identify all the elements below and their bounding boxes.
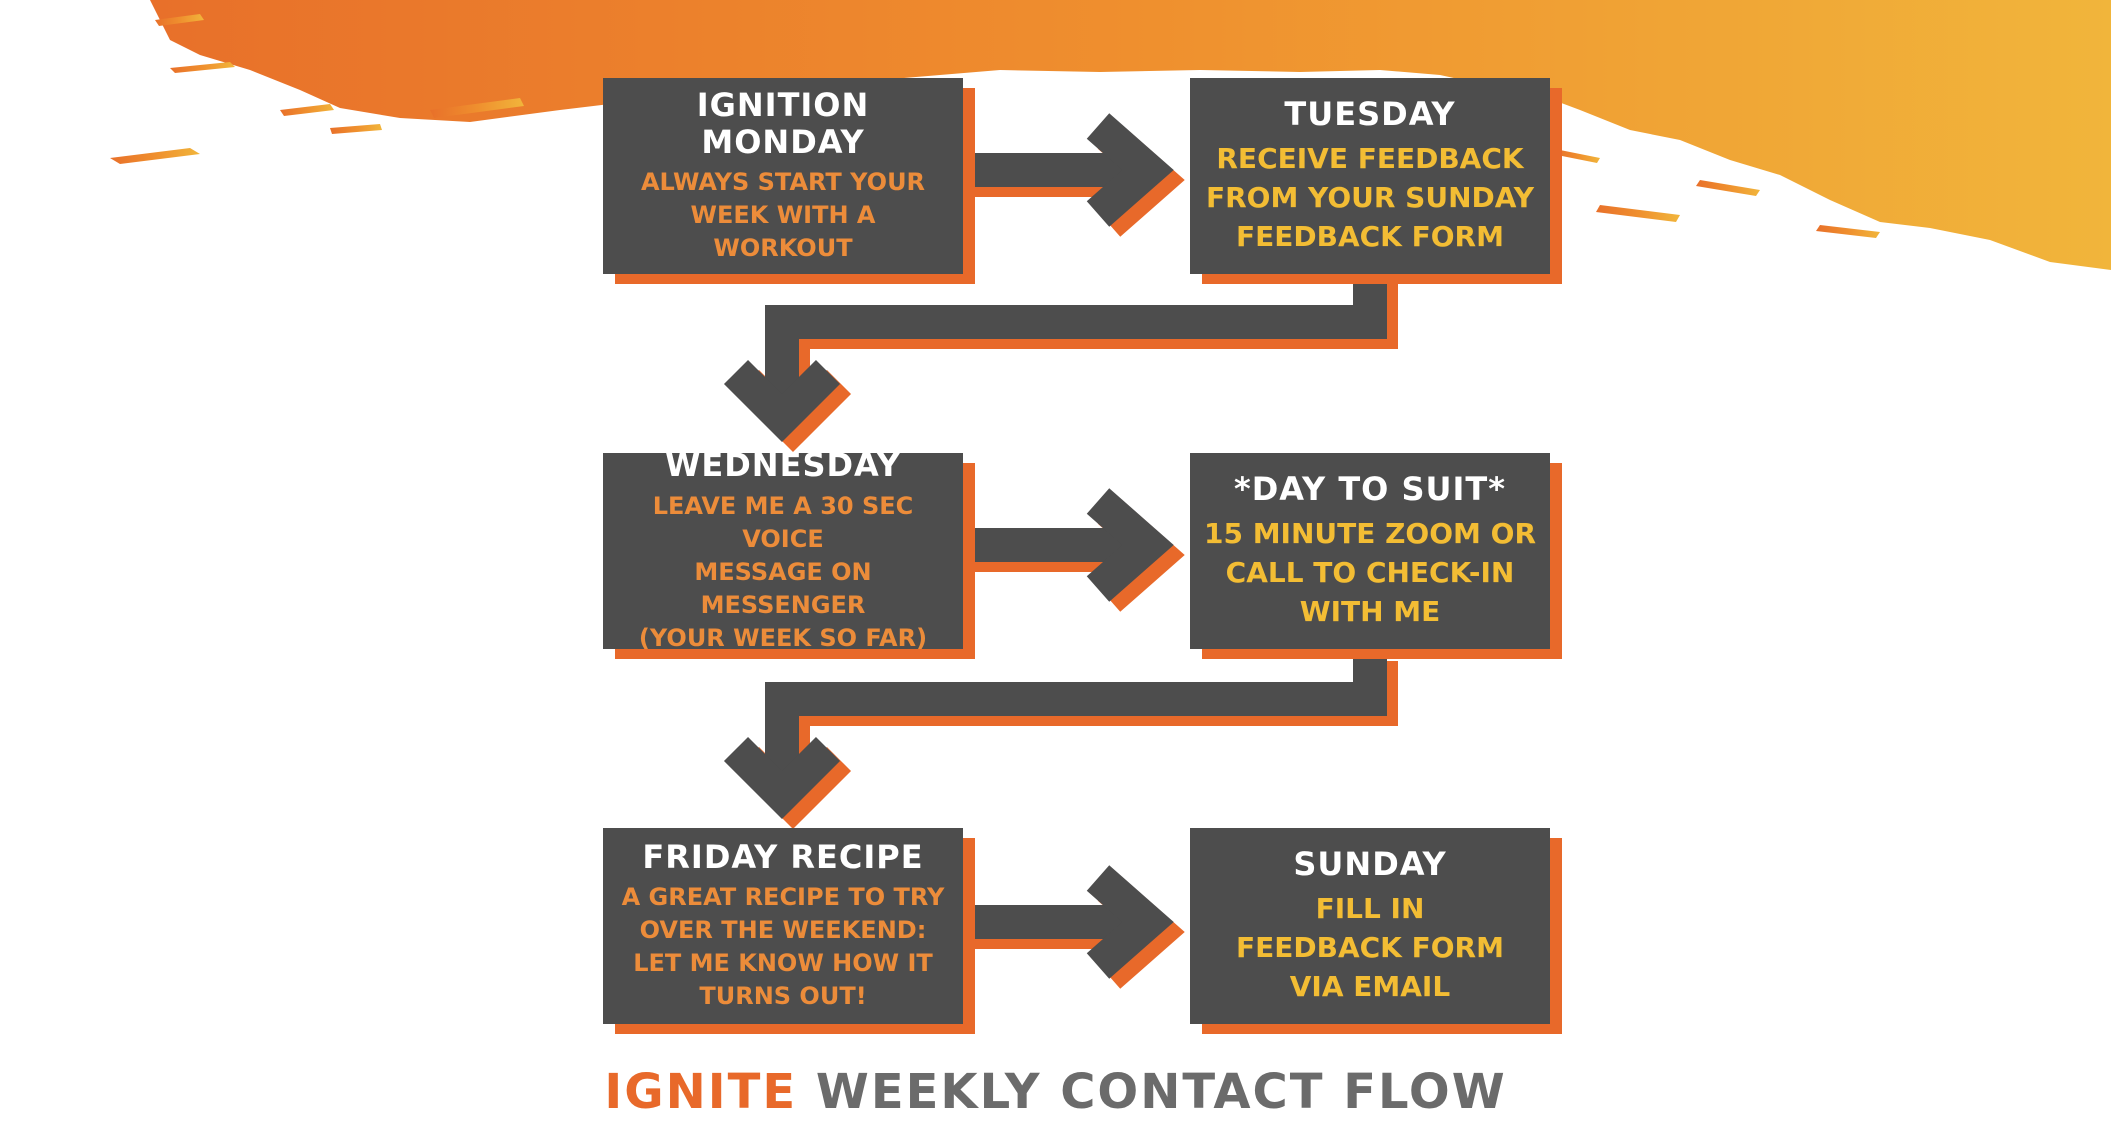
step-line: 15 MINUTE ZOOM OR: [1204, 514, 1536, 553]
step-day-to-suit: *DAY TO SUIT* 15 MINUTE ZOOM OR CALL TO …: [1190, 453, 1550, 649]
step-title: SUNDAY: [1293, 846, 1446, 883]
diagram-title: IGNITE WEEKLY CONTACT FLOW: [0, 1062, 2111, 1122]
step-description: LEAVE ME A 30 SEC VOICE MESSAGE ON MESSE…: [613, 490, 953, 655]
step-line: LEAVE ME A 30 SEC VOICE: [613, 490, 953, 556]
title-text: WEEKLY CONTACT FLOW: [816, 1064, 1507, 1120]
step-line: WITH ME: [1204, 592, 1536, 631]
step-line: RECEIVE FEEDBACK: [1206, 139, 1534, 178]
step-title: *DAY TO SUIT*: [1234, 471, 1506, 508]
step-line: FROM YOUR SUNDAY: [1206, 178, 1534, 217]
step-line: A GREAT RECIPE TO TRY: [622, 881, 945, 914]
step-line: FILL IN: [1236, 889, 1504, 928]
step-wednesday: WEDNESDAY LEAVE ME A 30 SEC VOICE MESSAG…: [603, 453, 963, 649]
step-line: CALL TO CHECK-IN: [1204, 553, 1536, 592]
step-description: ALWAYS START YOUR WEEK WITH A WORKOUT: [641, 166, 925, 265]
step-description: 15 MINUTE ZOOM OR CALL TO CHECK-IN WITH …: [1204, 514, 1536, 631]
step-line: FEEDBACK FORM: [1206, 217, 1534, 256]
step-line: FEEDBACK FORM: [1236, 928, 1504, 967]
step-description: FILL IN FEEDBACK FORM VIA EMAIL: [1236, 889, 1504, 1006]
step-title: WEDNESDAY: [665, 447, 901, 484]
step-description: RECEIVE FEEDBACK FROM YOUR SUNDAY FEEDBA…: [1206, 139, 1534, 256]
step-title: TUESDAY: [1284, 96, 1455, 133]
step-line: (YOUR WEEK SO FAR): [613, 622, 953, 655]
step-tuesday: TUESDAY RECEIVE FEEDBACK FROM YOUR SUNDA…: [1190, 78, 1550, 274]
step-line: WORKOUT: [641, 232, 925, 265]
step-title: FRIDAY RECIPE: [642, 839, 923, 876]
step-ignition-monday: IGNITION MONDAY ALWAYS START YOUR WEEK W…: [603, 78, 963, 274]
step-line: MESSAGE ON MESSENGER: [613, 556, 953, 622]
step-line: VIA EMAIL: [1236, 967, 1504, 1006]
step-title: IGNITION MONDAY: [613, 87, 953, 161]
step-line: ALWAYS START YOUR: [641, 166, 925, 199]
step-line: TURNS OUT!: [622, 980, 945, 1013]
brand-name: IGNITE: [604, 1064, 797, 1120]
step-line: OVER THE WEEKEND:: [622, 914, 945, 947]
step-description: A GREAT RECIPE TO TRY OVER THE WEEKEND: …: [622, 881, 945, 1013]
step-sunday: SUNDAY FILL IN FEEDBACK FORM VIA EMAIL: [1190, 828, 1550, 1024]
step-friday-recipe: FRIDAY RECIPE A GREAT RECIPE TO TRY OVER…: [603, 828, 963, 1024]
step-line: WEEK WITH A: [641, 199, 925, 232]
step-line: LET ME KNOW HOW IT: [622, 947, 945, 980]
